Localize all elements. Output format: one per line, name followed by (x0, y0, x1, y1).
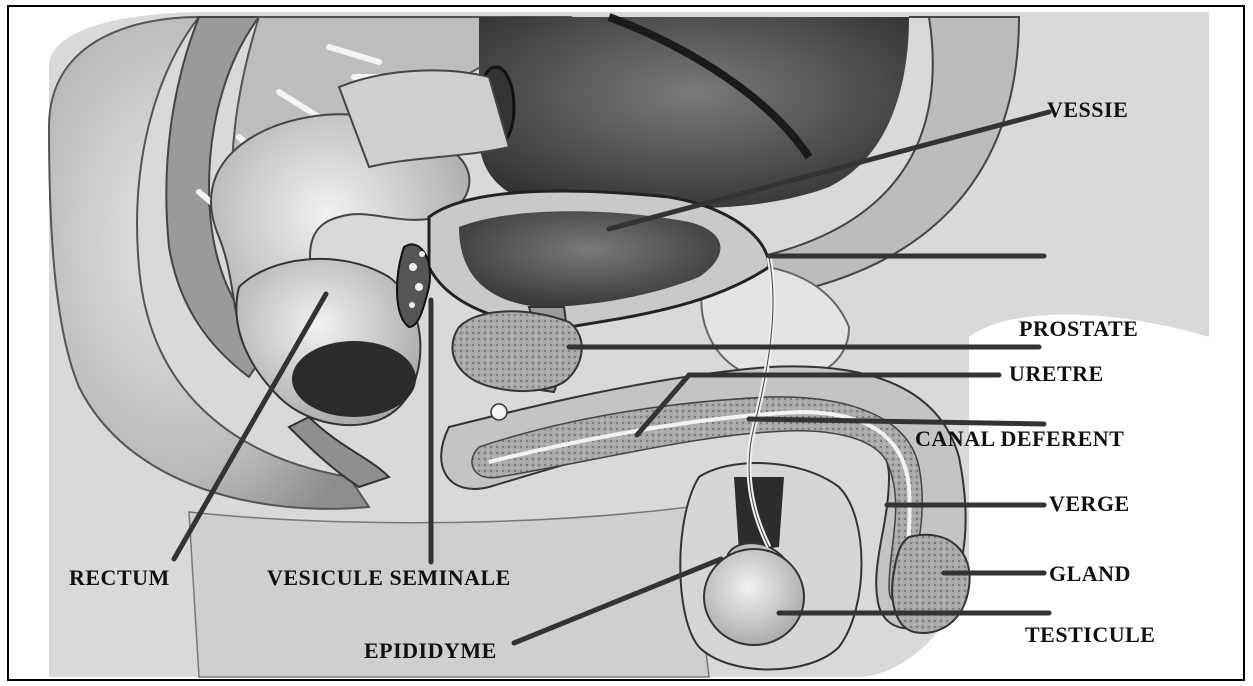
prostate-gland (452, 311, 581, 391)
label-vesicule-seminale: VESICULE SEMINALE (267, 567, 511, 589)
spermatic-cord-dark (734, 477, 784, 552)
label-rectum: RECTUM (69, 567, 170, 589)
glans-shape (892, 535, 969, 633)
label-vessie: VESSIE (1047, 99, 1128, 121)
label-verge: VERGE (1049, 493, 1130, 515)
label-epididyme: EPIDIDYME (364, 640, 497, 662)
testicle-shape (704, 549, 804, 645)
label-gland: GLAND (1049, 563, 1131, 585)
label-uretre: URETRE (1009, 363, 1104, 385)
label-prostate: PROSTATE (1019, 318, 1138, 340)
label-canal-deferent: CANAL DEFERENT (915, 428, 1124, 450)
label-testicule: TESTICULE (1025, 624, 1155, 646)
colon-tube (339, 70, 509, 167)
rectum-lumen (292, 341, 416, 417)
diagram-frame: VESSIE PROSTATE URETRE CANAL DEFERENT VE… (7, 5, 1245, 681)
ejaculatory-duct (491, 404, 507, 420)
